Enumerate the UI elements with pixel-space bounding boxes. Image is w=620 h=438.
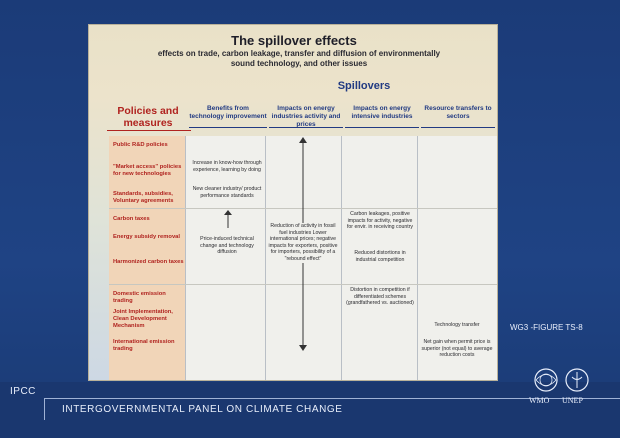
unep-logo-text: UNEP <box>562 396 583 405</box>
policies-underline <box>107 130 191 131</box>
footer-rule-vertical <box>44 398 45 420</box>
unep-logo-icon <box>565 368 589 392</box>
wmo-logo-icon <box>534 368 558 392</box>
cell-carbon-leakage: Carbon leakages, positive impacts for ac… <box>346 211 414 231</box>
policy-harmonized-carbon-taxes: Harmonized carbon taxes <box>113 259 184 265</box>
policy-energy-subsidy-removal: Energy subsidy removal <box>113 234 181 240</box>
column-underline <box>421 127 495 128</box>
grid-divider <box>417 136 418 380</box>
cell-energy-impacts: Reduction of activity in fossil fuel ind… <box>267 223 339 263</box>
figure-subtitle: effects on trade, carbon leakage, transf… <box>157 49 441 68</box>
policy-public-rd: Public R&D policies <box>113 142 168 148</box>
up-arrow-icon <box>224 210 232 228</box>
policies-measures-heading: Policies and measures <box>117 105 179 129</box>
policy-column-background <box>109 136 185 380</box>
cell-reduced-distortions: Reduced distortions in industrial compet… <box>354 250 406 263</box>
column-underline <box>269 127 343 128</box>
footer-band <box>0 382 620 438</box>
column-header-energy-intensive: Impacts on energy intensive industries <box>351 105 413 120</box>
policy-market-access: "Market access" policies for new technol… <box>113 164 182 177</box>
cell-price-induced: Price-induced technical change and techn… <box>200 236 254 256</box>
grid-divider <box>265 136 266 380</box>
figure-label: WG3 -FIGURE TS-8 <box>510 323 583 332</box>
cell-technology-transfer: Technology transfer <box>434 322 480 328</box>
footer-rule <box>44 398 620 399</box>
policy-joint-implementation: Joint Implementation, Clean Development … <box>113 309 173 329</box>
spillover-figure-panel: The spillover effects effects on trade, … <box>88 24 498 381</box>
grid-divider <box>185 136 186 380</box>
cell-distortion-competition: Distortion in competition if differentia… <box>346 287 414 307</box>
ipcc-full-name: INTERGOVERNMENTAL PANEL ON CLIMATE CHANG… <box>62 404 343 415</box>
cell-know-how: Increase in know-how through experience,… <box>192 160 262 173</box>
policy-carbon-taxes: Carbon taxes <box>113 216 150 222</box>
column-underline <box>345 127 419 128</box>
cell-standards: New cleaner industry/ product performanc… <box>192 186 262 199</box>
spillovers-heading: Spillovers <box>337 80 391 92</box>
column-underline <box>189 127 267 128</box>
policy-domestic-emission-trading: Domestic emission trading <box>113 291 166 304</box>
ipcc-short-label: IPCC <box>10 386 36 397</box>
column-header-resource-transfers: Resource transfers to sectors <box>424 105 492 120</box>
wmo-logo-text: WMO <box>529 396 550 405</box>
policy-standards-subsidies: Standards, subsidies, Voluntary agreemen… <box>113 191 174 204</box>
column-header-technology: Benefits from technology improvement <box>189 105 267 120</box>
cell-net-gain: Net gain when permit price is superior (… <box>421 339 493 359</box>
column-header-energy-industries: Impacts on energy industries activity an… <box>271 105 341 128</box>
grid-divider <box>341 136 342 380</box>
figure-title: The spillover effects <box>231 33 357 48</box>
policy-international-emission-trading: International emission trading <box>113 339 175 352</box>
